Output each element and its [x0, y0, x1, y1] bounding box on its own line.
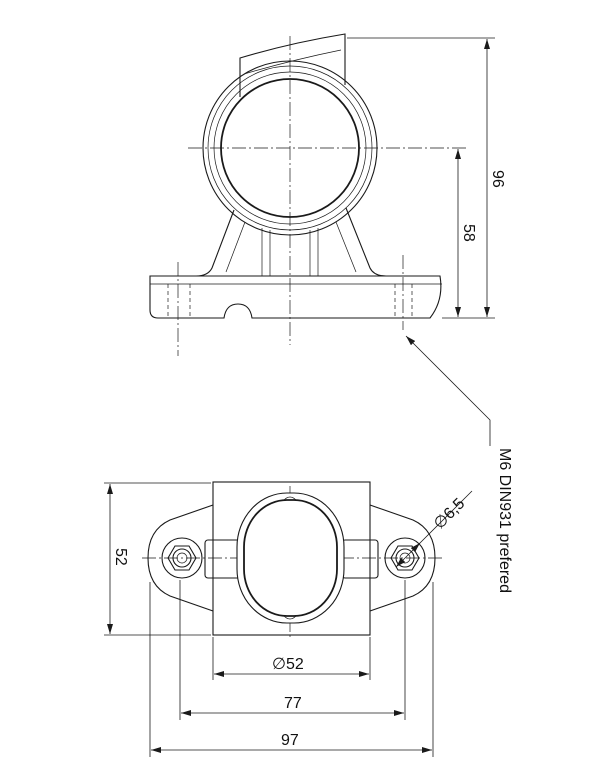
left-bolt — [161, 537, 203, 579]
side-view: 96 58 M6 DIN931 prefered — [149, 33, 513, 593]
dimension-hole-spacing: 77 — [179, 580, 406, 720]
dimension-hole-diameter: ∅6,5 — [395, 490, 473, 568]
dimension-depth: 52 — [104, 482, 211, 636]
right-flange — [369, 504, 436, 612]
screw-note-leader: M6 DIN931 prefered — [405, 335, 513, 593]
left-clip — [204, 539, 242, 579]
lamp-support-legs — [195, 207, 387, 277]
plan-view: 52 ∅52 77 97 ∅6,5 — [104, 481, 473, 757]
base-plate-side — [149, 275, 442, 319]
dimension-overall-height: 96 — [347, 37, 506, 319]
dimension-97-label: 97 — [281, 732, 299, 749]
left-flange — [147, 504, 214, 612]
screw-note-label: M6 DIN931 prefered — [496, 448, 513, 593]
dimension-d52-label: ∅52 — [272, 656, 304, 673]
dimension-58-label: 58 — [460, 224, 477, 242]
dimension-52-label: 52 — [112, 548, 129, 566]
lamp-lens — [220, 78, 360, 218]
dimension-center-height: 58 — [455, 149, 477, 317]
lamp-body-plan — [212, 481, 371, 636]
dimension-96-label: 96 — [489, 170, 506, 188]
dimension-lens-diameter: ∅52 — [212, 637, 371, 680]
dimension-77-label: 77 — [284, 695, 302, 712]
lamp-housing — [202, 60, 378, 236]
right-clip — [341, 539, 379, 579]
dimension-d6-5-label: ∅6,5 — [431, 495, 469, 533]
lens-plan — [236, 492, 345, 624]
dimension-overall-width: 97 — [149, 582, 434, 757]
